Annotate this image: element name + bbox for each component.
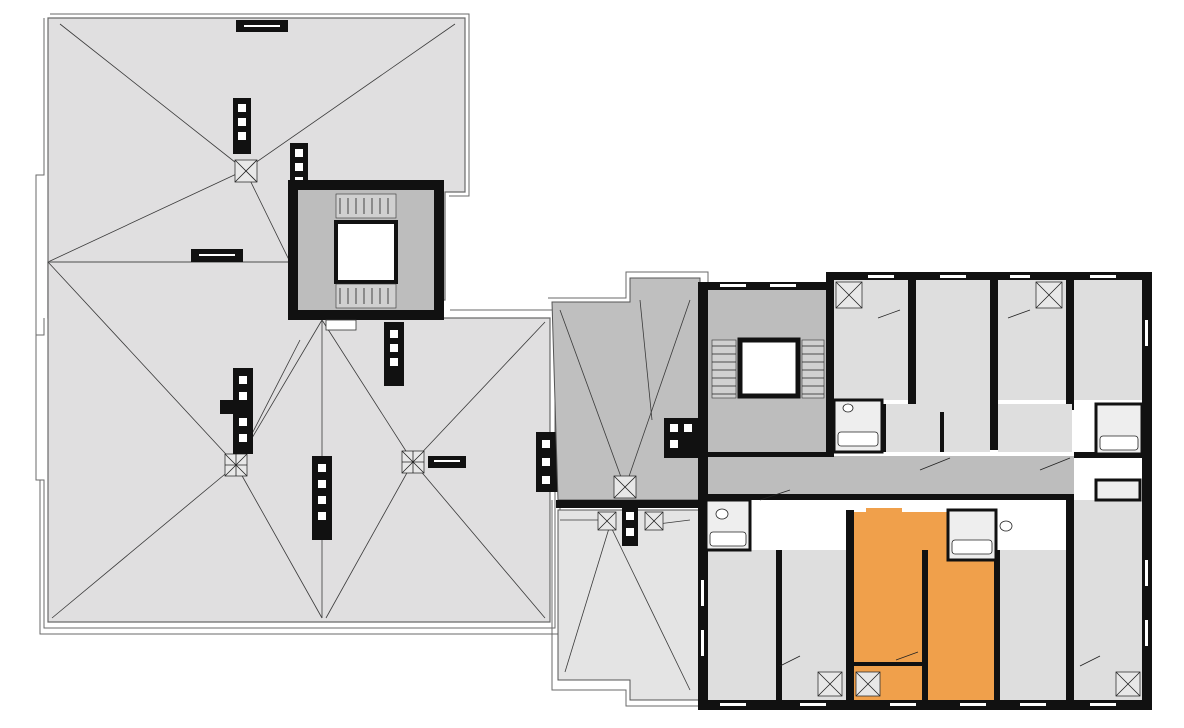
staircase-icon (335, 193, 397, 309)
chimney-vent-icon (536, 432, 558, 492)
roof-hatch-icon (224, 453, 248, 477)
apartment-block (698, 272, 1152, 710)
chimney-vent-icon (384, 322, 404, 386)
chimney-vent-icon (220, 368, 253, 454)
chimney-vent-icon (622, 418, 698, 546)
chimney-vent-icon (236, 20, 288, 32)
bathtub-icon (837, 431, 879, 447)
chimney-vent-icon (428, 456, 466, 468)
sink-icon (842, 403, 854, 413)
roof-hatch-icon (597, 511, 664, 531)
roof-hatch-icon (234, 159, 258, 183)
roof-hatch-icon (613, 475, 637, 499)
stair-tower (288, 180, 444, 331)
elevator-shaft-icon (737, 337, 801, 399)
bathtub-icon (709, 531, 747, 547)
chimney-vent-icon (312, 456, 332, 540)
staircase-icon (711, 339, 825, 399)
bathtub-icon (1099, 435, 1139, 451)
roof-lower-left (35, 261, 561, 635)
chimney-vent-icon (191, 249, 243, 262)
roof-hatch-icon (401, 450, 425, 474)
toilet-icon (715, 508, 729, 520)
toilet-icon (999, 520, 1013, 532)
bathtub-icon (951, 539, 993, 555)
roof-center (548, 271, 709, 707)
roof-hatch-icon (817, 281, 1141, 697)
bathroom-fixtures (704, 398, 1144, 562)
orange-apartment[interactable] (854, 508, 994, 700)
chimney-vent-icon (233, 98, 251, 154)
